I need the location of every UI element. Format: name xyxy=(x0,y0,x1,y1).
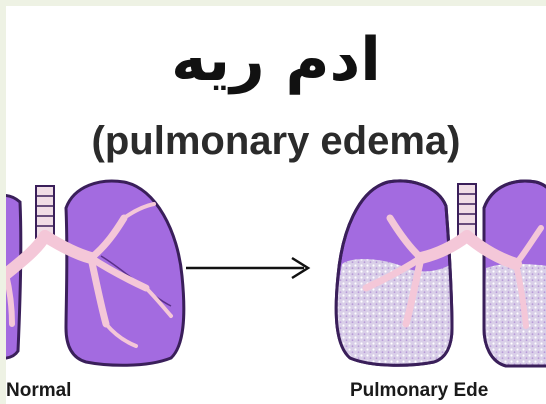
arrow-right-icon xyxy=(186,258,308,278)
normal-lungs-icon xyxy=(6,181,184,365)
lungs-illustration xyxy=(6,6,546,404)
label-normal: Normal xyxy=(6,380,71,402)
edema-lungs-icon xyxy=(336,181,546,366)
diagram-card: ادم ریه (pulmonary edema) xyxy=(6,6,546,404)
label-pulmonary-edema: Pulmonary Ede xyxy=(350,380,488,402)
